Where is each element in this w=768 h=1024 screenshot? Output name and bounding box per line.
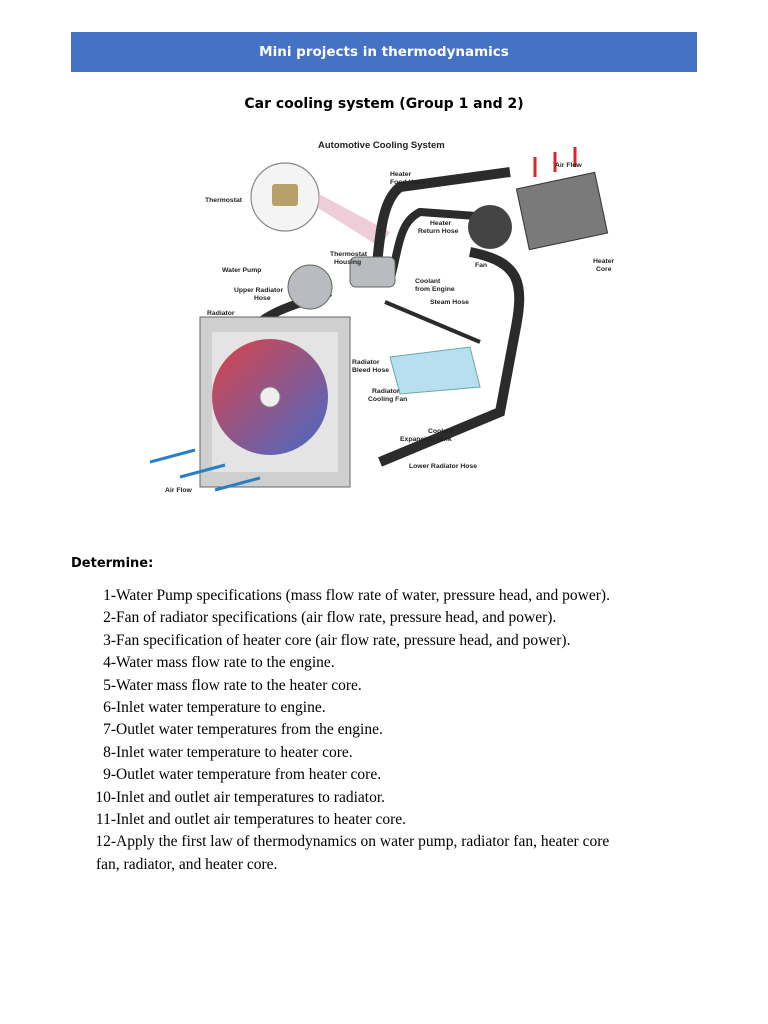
airflow-arrow-2 — [179, 463, 226, 479]
airflow-arrow-1 — [150, 448, 196, 464]
label-heater-return-hose-1: Heater — [430, 220, 452, 227]
fan-hub — [259, 386, 281, 408]
task-item: 11-Inlet and outlet air temperatures to … — [86, 809, 698, 831]
label-heater-return-hose-2: Return Hose — [418, 228, 459, 235]
task-item: 2-Fan of radiator specifications (air fl… — [86, 607, 698, 629]
task-number: 5- — [103, 676, 116, 694]
label-thermostat: Thermostat — [205, 197, 243, 204]
diagram-title: Automotive Cooling System — [318, 140, 445, 151]
label-water-pump: Water Pump — [222, 267, 261, 274]
task-item-continuation: fan, radiator, and heater core. — [86, 854, 698, 876]
label-radiator-cooling-fan-1: Radiator — [372, 388, 400, 395]
page-title: Mini projects in thermodynamics — [259, 44, 509, 60]
task-list: 1-Water Pump specifications (mass flow r… — [86, 585, 698, 876]
task-number: 3- — [103, 631, 116, 649]
task-item: 12-Apply the first law of thermodynamics… — [86, 831, 698, 853]
task-number: 7- — [103, 721, 116, 739]
airflow-arrow-3 — [214, 476, 261, 492]
task-text: Inlet and outlet air temperatures to hea… — [116, 811, 407, 829]
heater-fan — [468, 205, 512, 249]
task-text: Inlet water temperature to engine. — [116, 699, 326, 717]
task-number: 9- — [103, 766, 116, 784]
heater-core — [515, 171, 609, 251]
determine-heading: Determine: — [71, 556, 154, 571]
label-radiator-bleed-hose-1: Radiator — [352, 359, 380, 366]
cooling-system-diagram: Automotive Cooling System Thermostat — [150, 132, 630, 502]
task-text-continuation: fan, radiator, and heater core. — [96, 855, 278, 873]
header-bar: Mini projects in thermodynamics — [71, 32, 697, 72]
task-text: Water mass flow rate to the engine. — [116, 654, 335, 672]
label-fan: Fan — [475, 262, 487, 269]
label-radiator: Radiator — [207, 310, 235, 317]
steam-hose — [384, 300, 481, 344]
thermostat-icon — [272, 184, 298, 206]
label-upper-radiator-hose-1: Upper Radiator — [234, 287, 283, 294]
figure-caption: Car cooling system (Group 1 and 2) — [244, 96, 524, 112]
task-number: 12- — [95, 833, 116, 851]
task-number: 4- — [103, 654, 116, 672]
label-radiator-cooling-fan-2: Cooling Fan — [368, 396, 407, 403]
label-radiator-bleed-hose-2: Bleed Hose — [352, 367, 389, 374]
water-pump — [287, 264, 333, 310]
task-item: 5-Water mass flow rate to the heater cor… — [86, 675, 698, 697]
task-text: Inlet and outlet air temperatures to rad… — [116, 788, 385, 806]
task-text: Water mass flow rate to the heater core. — [116, 676, 362, 694]
task-text: Fan of radiator specifications (air flow… — [116, 609, 557, 627]
task-number: 11- — [95, 811, 116, 829]
task-text: Outlet water temperatures from the engin… — [116, 721, 383, 739]
thermostat-housing — [349, 256, 396, 288]
task-item: 8-Inlet water temperature to heater core… — [86, 742, 698, 764]
task-number: 2- — [103, 609, 116, 627]
label-heater-food-hose-1: Heater — [390, 171, 412, 178]
label-thermostat-housing-1: Thermostat — [330, 251, 368, 258]
diagram-svg: Automotive Cooling System Thermostat — [150, 140, 615, 494]
task-text: Outlet water temperature from heater cor… — [116, 766, 382, 784]
task-item: 10-Inlet and outlet air temperatures to … — [86, 787, 698, 809]
label-coolant-expansion-tank-2: Expansion Tank — [400, 436, 452, 443]
task-text: Fan specification of heater core (air fl… — [116, 631, 571, 649]
task-item: 6-Inlet water temperature to engine. — [86, 697, 698, 719]
thermostat-callout — [318, 194, 390, 247]
label-lower-radiator-hose: Lower Radiator Hose — [409, 463, 477, 470]
task-text: Apply the first law of thermodynamics on… — [116, 833, 610, 851]
label-heater-core-1: Heater — [593, 258, 615, 265]
label-heater-food-hose-2: Food Hose — [390, 179, 425, 186]
label-air-flow-bottom: Air Flow — [165, 487, 193, 494]
label-thermostat-housing-2: Housing — [334, 259, 361, 266]
expansion-tank — [389, 346, 481, 395]
label-heater-core-2: Core — [596, 266, 612, 273]
label-steam-hose: Steam Hose — [430, 299, 469, 306]
task-number: 1- — [103, 587, 116, 604]
task-number: 10- — [95, 788, 116, 806]
task-item: 4-Water mass flow rate to the engine. — [86, 652, 698, 674]
task-number: 6- — [103, 699, 116, 717]
task-number: 8- — [103, 743, 116, 761]
task-item: 3-Fan specification of heater core (air … — [86, 630, 698, 652]
task-text: Inlet water temperature to heater core. — [116, 743, 353, 761]
label-air-flow-top: Air Flow — [555, 162, 583, 169]
label-upper-radiator-hose-2: Hose — [254, 295, 271, 302]
lower-radiator-hose — [378, 247, 525, 467]
task-text: Water Pump specifications (mass flow rat… — [116, 587, 610, 604]
task-item: 7-Outlet water temperatures from the eng… — [86, 719, 698, 741]
label-coolant-expansion-tank-1: Coolant — [428, 428, 454, 435]
airflow-out-arrows — [533, 147, 577, 177]
task-item: 9-Outlet water temperature from heater c… — [86, 764, 698, 786]
label-coolant-from-engine-1: Coolant — [415, 278, 441, 285]
task-item: 1-Water Pump specifications (mass flow r… — [86, 585, 698, 607]
label-coolant-from-engine-2: from Engine — [415, 286, 455, 293]
